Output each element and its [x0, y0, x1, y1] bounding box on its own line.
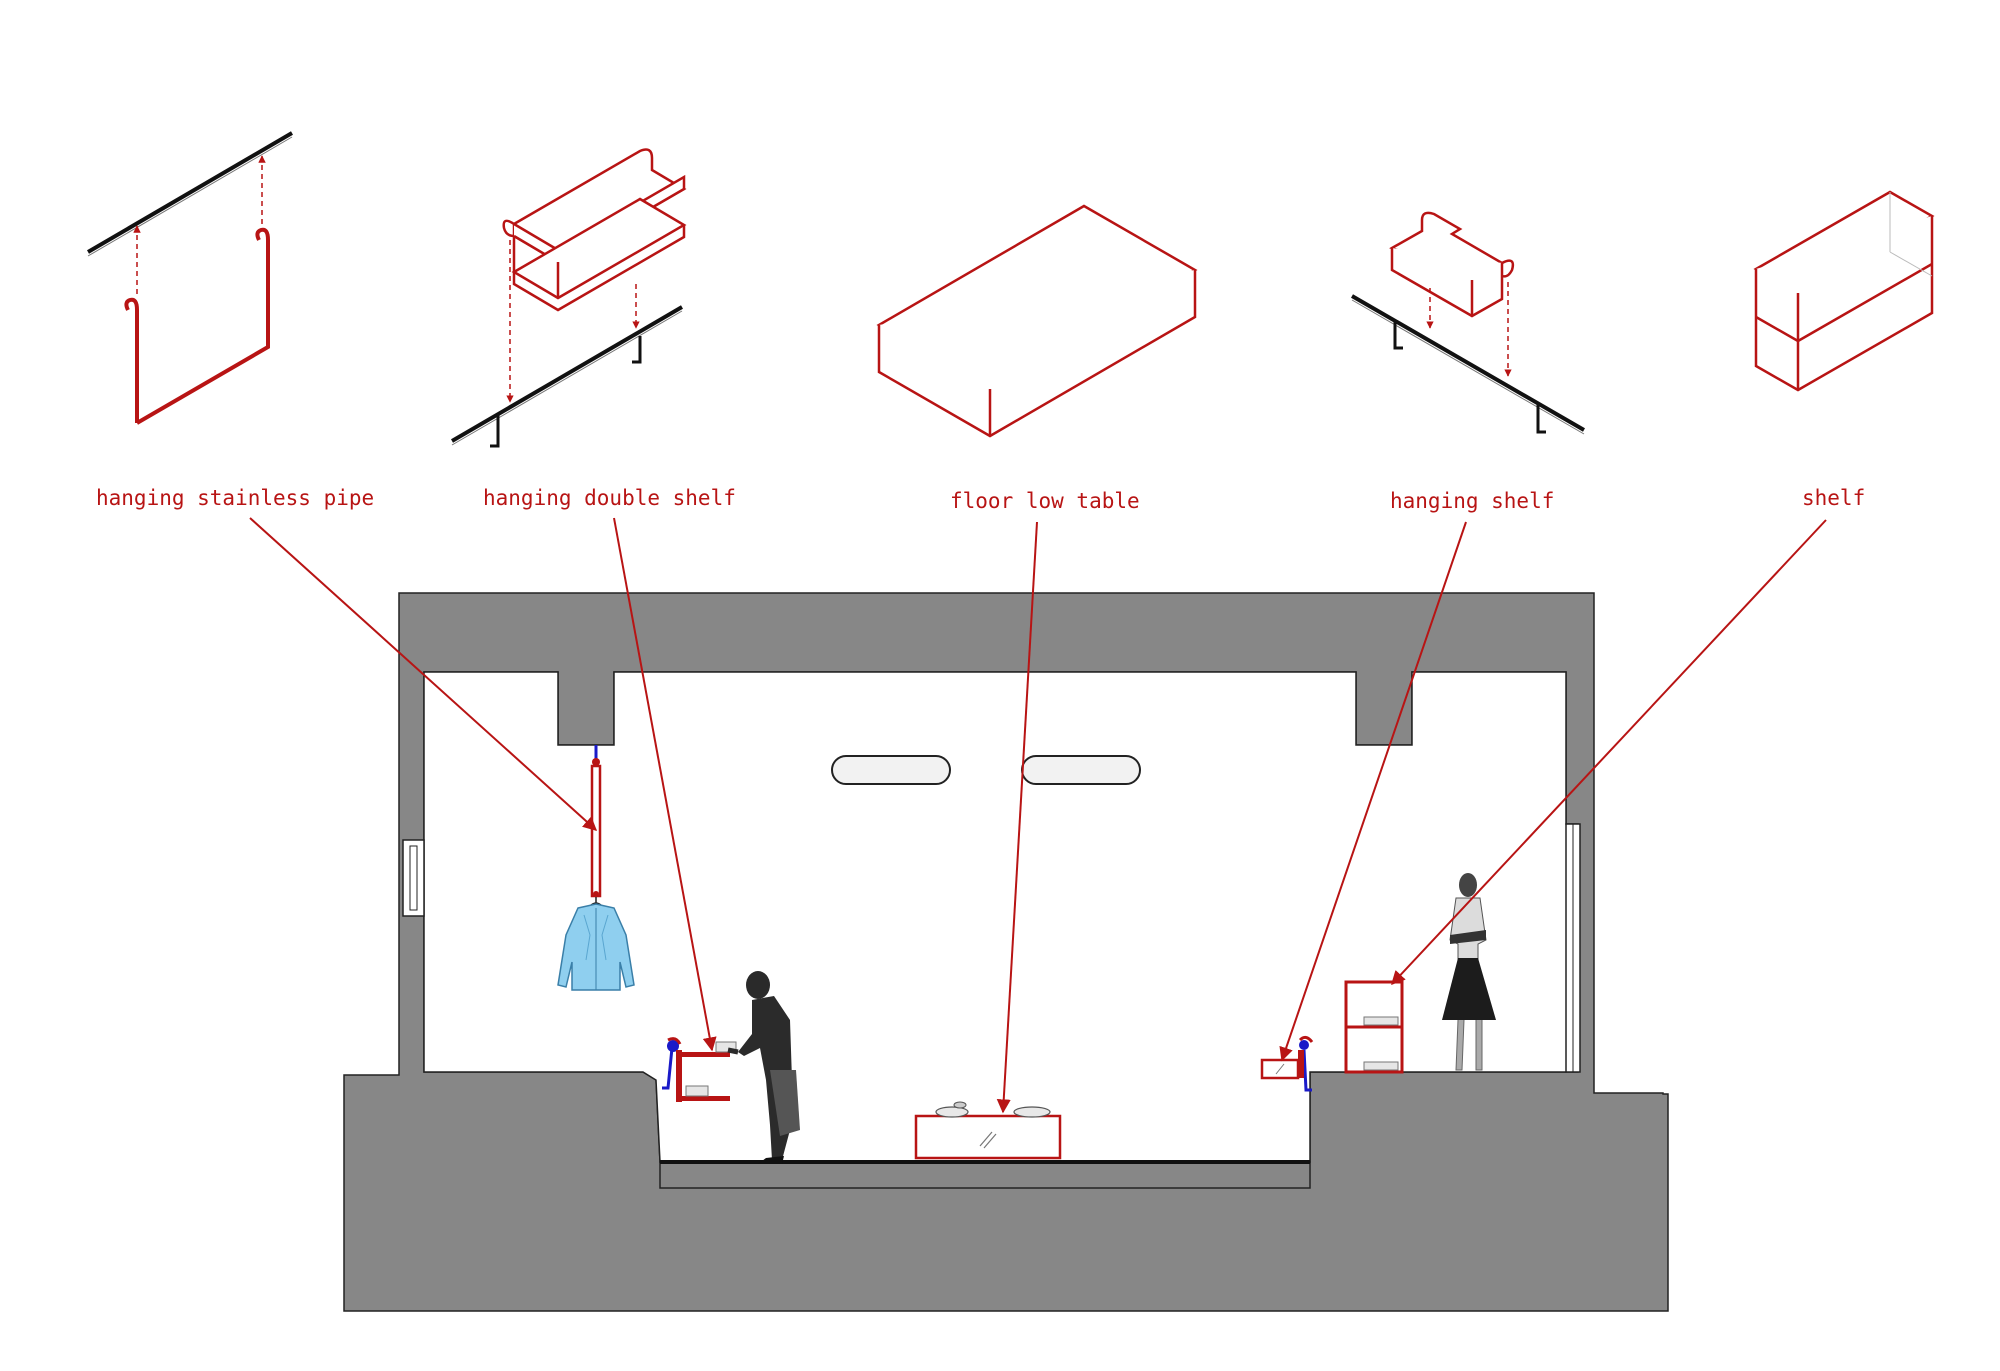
ceiling-light-right — [1021, 755, 1141, 785]
sunken-floor — [659, 1161, 1311, 1189]
leader-double-shelf — [613, 517, 717, 1052]
right-window — [1565, 823, 1581, 1073]
section-shelf — [1344, 980, 1404, 1074]
axo-shelf — [1753, 190, 1935, 392]
axonometric-details — [86, 131, 1935, 448]
section-hanging-pipe — [590, 745, 602, 898]
section-low-table — [914, 1101, 1062, 1160]
ceiling-light-left — [831, 755, 951, 785]
leader-low-table — [996, 521, 1038, 1114]
section-hanging-shelf — [1260, 1035, 1314, 1092]
label-hanging-double-shelf: hanging double shelf — [483, 486, 736, 510]
axo-low-table — [876, 204, 1198, 438]
labels: hanging stainless pipe hanging double sh… — [96, 486, 1865, 513]
left-window — [402, 839, 425, 917]
leader-shelf — [1391, 519, 1827, 986]
label-floor-low-table: floor low table — [950, 489, 1140, 513]
leader-pipe — [249, 517, 598, 831]
person-figure-left — [727, 971, 800, 1164]
axo-double-shelf — [450, 148, 687, 448]
section-double-shelf — [662, 1037, 737, 1102]
leader-lines — [249, 517, 1827, 1114]
label-hanging-stainless-pipe: hanging stainless pipe — [96, 486, 374, 510]
leader-hanging-shelf — [1279, 521, 1467, 1062]
axo-hanging-shelf — [1350, 211, 1586, 435]
label-shelf: shelf — [1802, 486, 1865, 510]
axo-hanging-pipe — [86, 131, 294, 425]
label-hanging-shelf: hanging shelf — [1390, 489, 1554, 513]
shirt-icon — [557, 897, 635, 991]
